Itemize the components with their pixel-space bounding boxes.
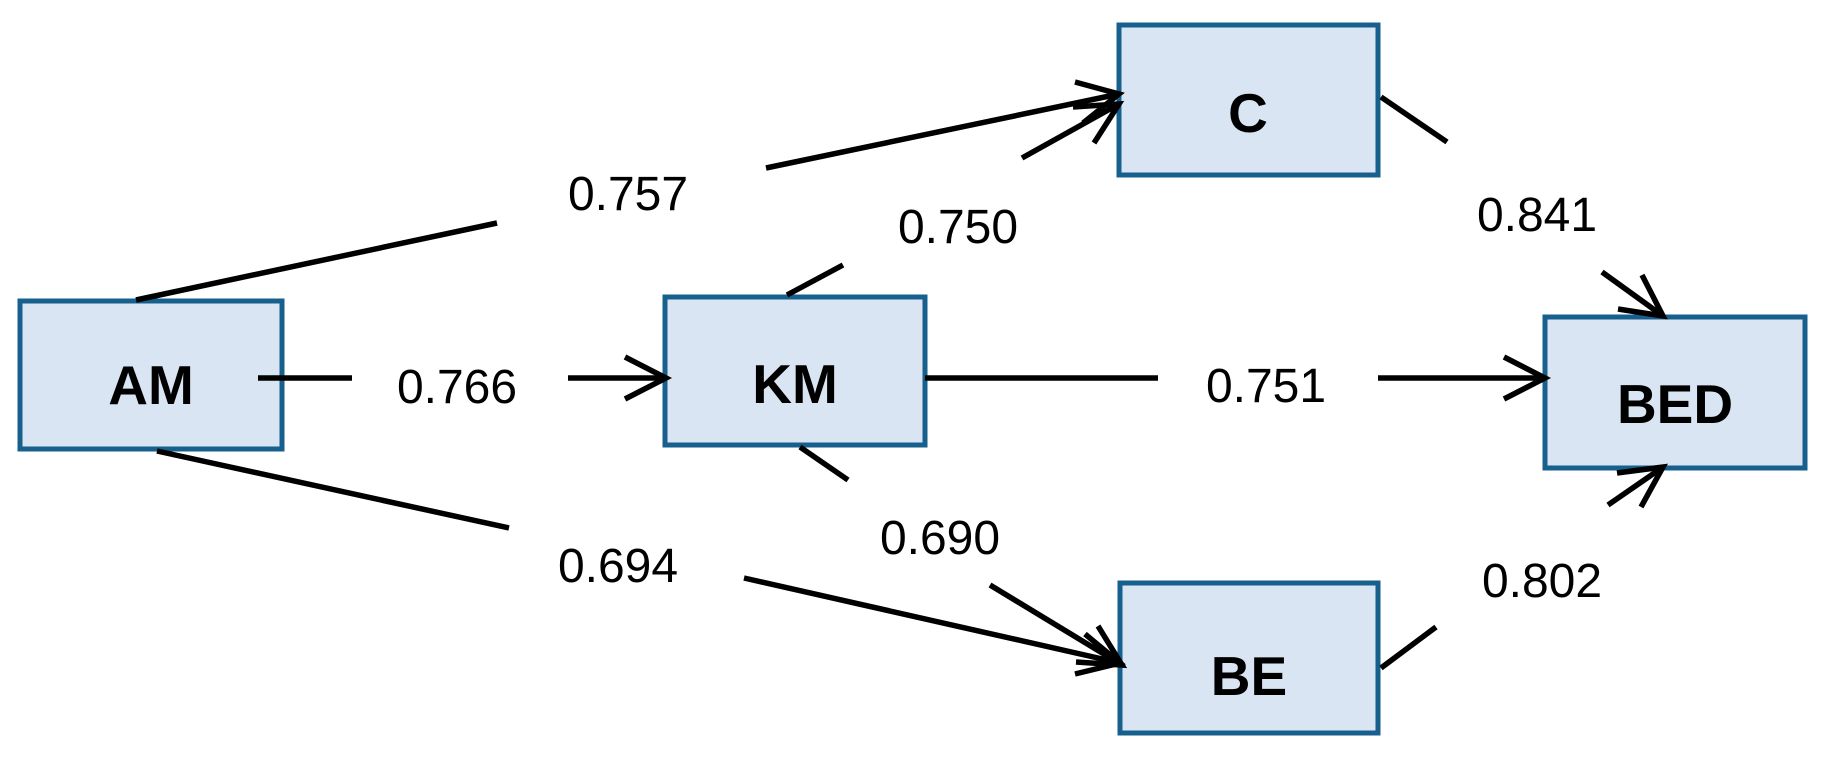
path-c-bed-segment [1600, 269, 1665, 319]
path-am-c[interactable]: 0.757 [135, 79, 1125, 303]
path-be-bed-coefficient: 0.802 [1482, 555, 1602, 608]
node-be[interactable]: BE [1117, 580, 1381, 736]
path-km-c-coefficient: 0.750 [898, 201, 1018, 254]
path-am-c-coefficient: 0.757 [568, 168, 688, 221]
node-bed-box [1542, 314, 1808, 471]
path-am-be[interactable]: 0.694 [156, 448, 1126, 677]
arrowhead-icon [1617, 273, 1668, 320]
path-am-be-coefficient: 0.694 [558, 540, 678, 593]
arrowhead-icon [1502, 354, 1552, 402]
path-km-be-segment [988, 582, 1124, 668]
arrowhead-icon [1074, 79, 1125, 126]
path-c-bed-segment [1379, 94, 1449, 145]
node-c[interactable]: C [1116, 22, 1381, 178]
path-km-c-segment [785, 262, 845, 298]
arrowhead-icon [1616, 463, 1669, 509]
path-am-km-coefficient: 0.766 [397, 361, 517, 414]
node-bed-label: BED [1617, 373, 1733, 435]
arrowhead-icon [1072, 100, 1125, 145]
path-am-be-segment [156, 448, 510, 531]
path-km-bed[interactable]: 0.751 [925, 354, 1552, 413]
node-am[interactable]: AM [17, 298, 285, 452]
node-km[interactable]: KM [662, 294, 928, 448]
node-am-label: AM [108, 354, 194, 416]
path-km-be[interactable]: 0.690 [798, 444, 1128, 669]
node-km-box [662, 294, 928, 448]
node-be-box [1117, 580, 1381, 736]
path-be-bed-segment [1379, 624, 1438, 671]
path-am-c-segment [135, 220, 498, 303]
path-be-bed-segment [1606, 464, 1665, 508]
node-bed[interactable]: BED [1542, 314, 1808, 471]
path-km-be-coefficient: 0.690 [880, 512, 1000, 565]
path-km-bed-coefficient: 0.751 [1206, 360, 1326, 413]
path-c-bed-coefficient: 0.841 [1477, 189, 1597, 242]
path-km-c[interactable]: 0.750 [785, 100, 1125, 298]
path-be-bed[interactable]: 0.802 [1379, 463, 1669, 671]
node-c-label: C [1228, 82, 1268, 144]
edges-layer: 0.766 0.757 0.694 0.750 0.75 [135, 79, 1669, 677]
node-km-label: KM [752, 353, 838, 415]
path-am-c-segment [765, 91, 1120, 171]
path-am-km[interactable]: 0.766 [258, 354, 673, 414]
node-am-box [17, 298, 285, 452]
path-km-c-segment [1020, 101, 1121, 161]
nodes-layer: AM KM C BE BED [17, 22, 1808, 736]
path-c-bed[interactable]: 0.841 [1379, 94, 1668, 320]
node-be-label: BE [1211, 645, 1287, 707]
path-am-be-segment [743, 575, 1121, 666]
path-km-be-segment [798, 444, 850, 483]
node-c-box [1116, 22, 1381, 178]
arrowhead-icon [623, 354, 673, 402]
arrowhead-icon [1075, 624, 1128, 669]
